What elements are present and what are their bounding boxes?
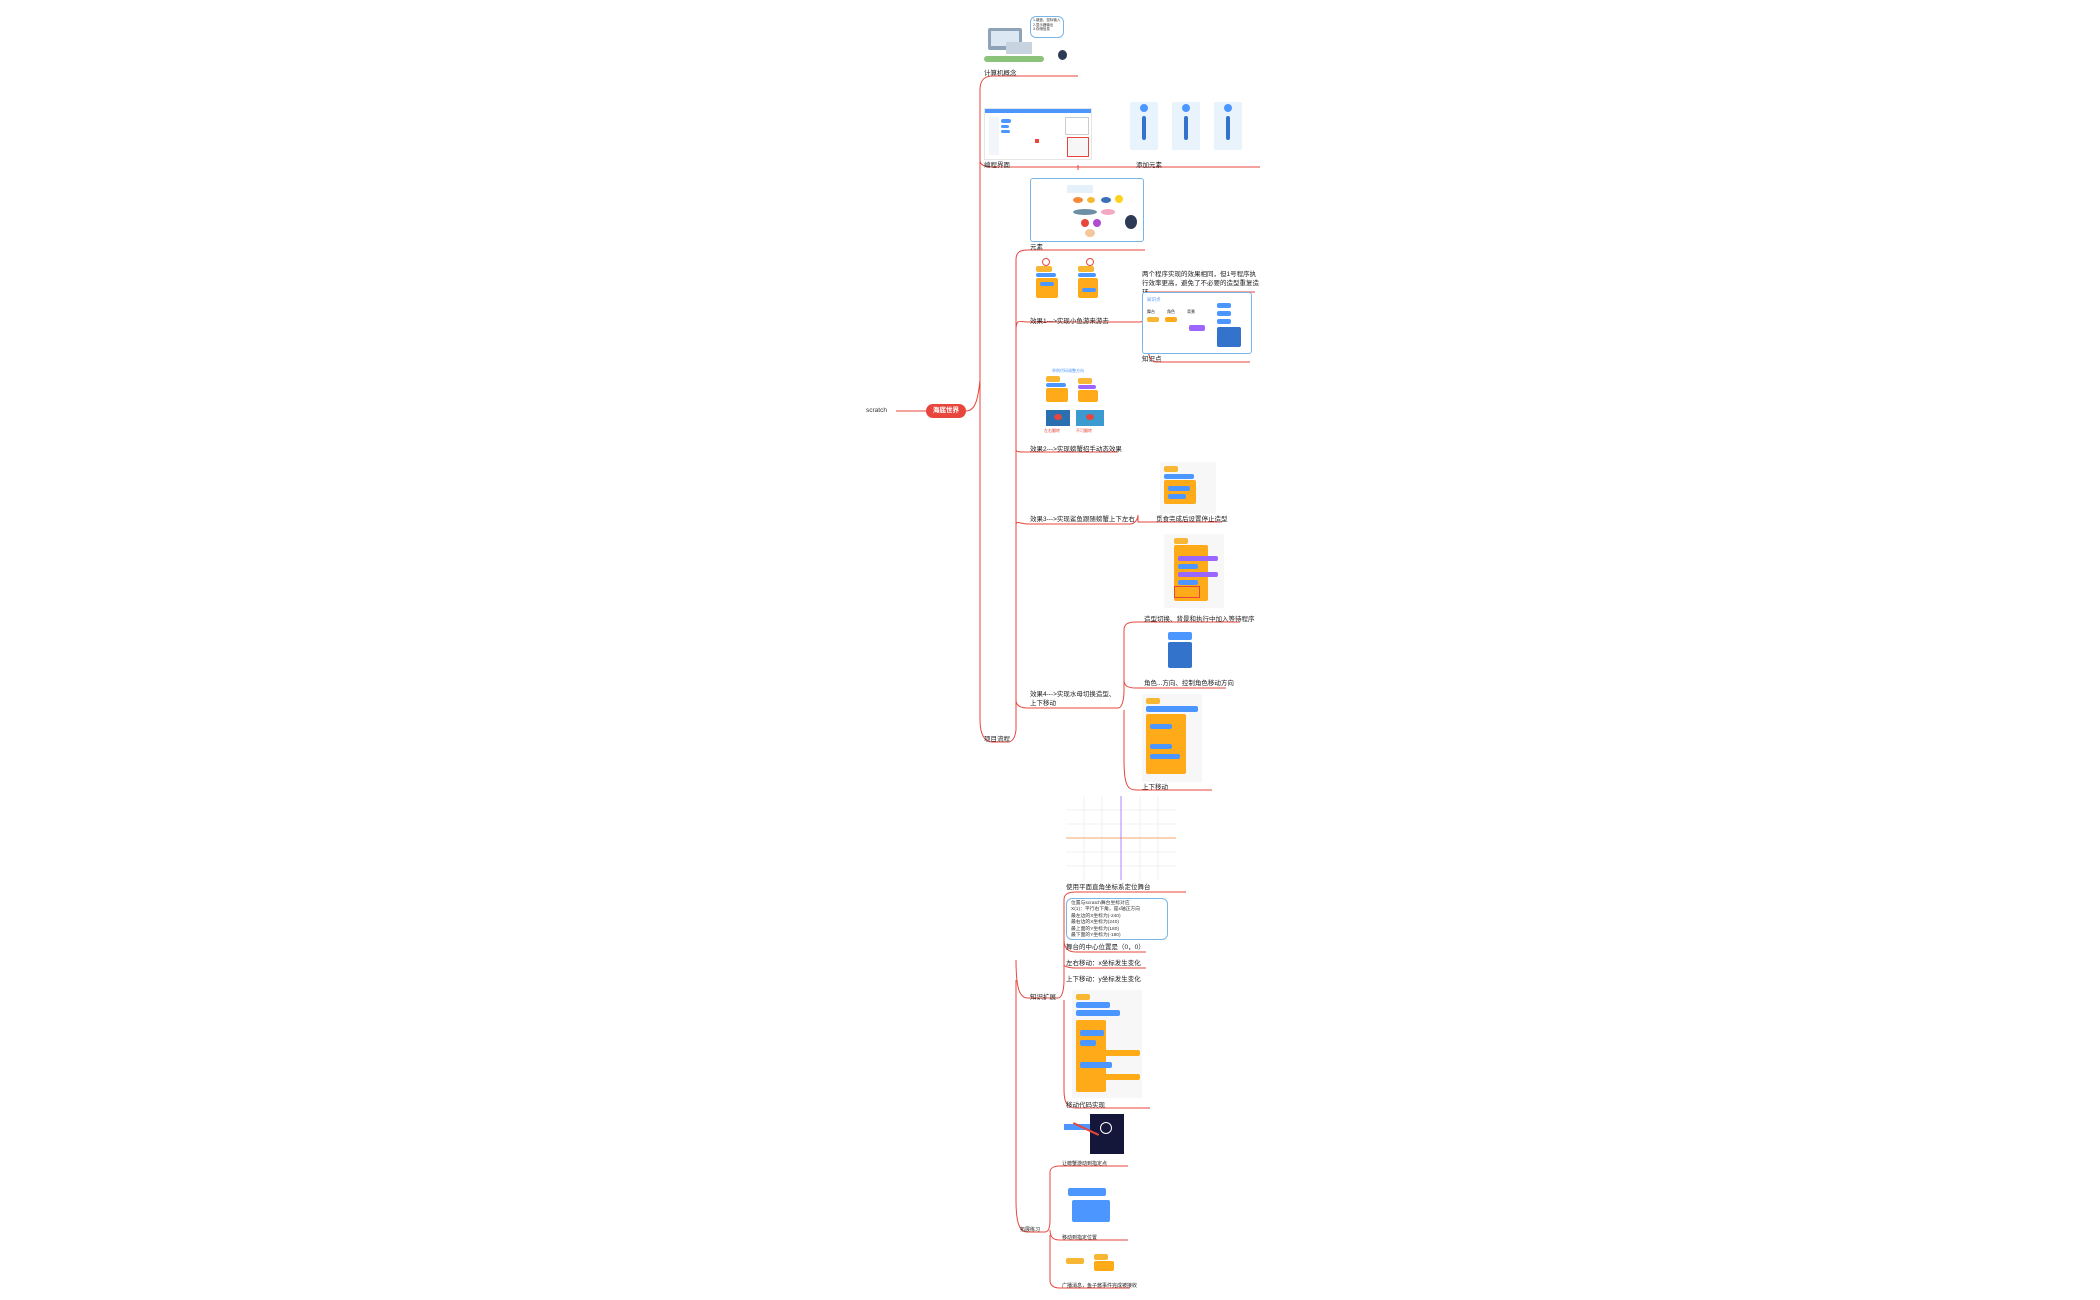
node-effect4-direction[interactable]: 角色...方向、控制角色移动方向 [1144,680,1234,687]
caption-right: 不可翻转 [1076,428,1092,433]
programming-interface-screenshot [984,108,1092,160]
note-line: 位置与scratch舞台坐标对应 [1071,901,1130,906]
practice-image [1062,1114,1126,1158]
node-practice-broadcast[interactable]: 广播消息，鱼子酱事件完成被接收 [1062,1283,1138,1289]
effect2-code-image: 举例代码调整方向 左右翻转 不可翻转 [1044,368,1108,440]
mini-title: 举例代码调整方向 [1052,368,1084,373]
note-line: 2.显示器输出 [1033,22,1054,27]
node-effect1[interactable]: 效果1--->实现小鱼游来游去 [1030,318,1109,325]
note-line: X(1)：平行右下角，是x轴正方向 [1071,907,1141,913]
node-move-code[interactable]: 移动代码实现 [1066,1102,1105,1109]
node-project-workflow[interactable]: 项目流程 [984,736,1010,743]
node-effect4[interactable]: 效果4--->实现水母切换造型、上下移动 [1030,691,1116,707]
node-effect4-costume[interactable]: 造型切换、背景和执行中加入等待程序 [1144,616,1255,623]
computer-concept-image: 1.键盘、鼠标输入 2.显示器输出 3.存储信息 [982,16,1072,68]
node-effect3-stop[interactable]: 觅食完成后设置停止造型 [1156,516,1228,523]
practice-code-image [1066,1186,1118,1230]
effect4-code2-image [1166,630,1196,672]
node-effect3[interactable]: 效果3--->实现鲨鱼跟随螃蟹上下左右 [1030,516,1135,523]
node-programming-interface[interactable]: 编程界面 [984,162,1010,169]
left-label: scratch [866,407,887,414]
note-line: 最下面的Y坐标为(-180) [1071,933,1121,939]
effect4-code3-image [1142,694,1202,782]
effect3-code-image [1160,462,1216,514]
note-line: 最左边的X坐标为(-240) [1071,913,1121,919]
note-line: 1.键盘、鼠标输入 [1033,18,1061,22]
coordinate-note: 位置与scratch舞台坐标对应 X(1)：平行右下角，是x轴正方向 最左边的X… [1066,898,1168,940]
mini-label-backdrop: 背景 [1187,309,1195,314]
coordinate-grid-image [1066,796,1176,880]
note-line: 3.存储信息 [1033,27,1050,32]
node-extension[interactable]: 知识扩展 [1030,994,1056,1001]
mini-title: 知识点 [1147,297,1161,302]
note-line: 最右边的X坐标为(240) [1071,920,1119,926]
practice-broadcast-image [1064,1254,1124,1276]
node-left-right[interactable]: 左右移动：x坐标发生变化 [1066,960,1141,967]
node-effect2[interactable]: 效果2--->实现螃蟹招手动态效果 [1030,446,1122,453]
node-up-down[interactable]: 上下移动：y坐标发生变化 [1066,976,1141,983]
node-practice-move[interactable]: 移动到指定位置 [1062,1235,1098,1241]
node-knowledge-point[interactable]: 知识点 [1142,356,1162,363]
mini-label-sprite: 角色 [1167,309,1175,314]
coordinate-grid [1066,796,1176,880]
move-code-image [1072,990,1142,1098]
note-line: 最上面的Y坐标为(180) [1071,926,1119,932]
mini-label-stage: 舞台 [1147,309,1155,314]
effect1-code-image [1030,258,1112,308]
node-effect4-updown[interactable]: 上下移动 [1142,784,1168,791]
node-stage-center[interactable]: 舞台的中心位置是（0，0） [1066,944,1145,951]
effect4-code1-image [1164,534,1224,608]
node-computer-concept[interactable]: 计算机概念 [984,70,1017,77]
node-practice[interactable]: 拓展练习 [1020,1227,1041,1233]
node-add-elements[interactable]: 添加元素 [1136,162,1162,169]
root-node[interactable]: 海底世界 [926,404,966,418]
add-elements-screenshot [1122,94,1256,158]
knowledge-point-image: 知识点 舞台 角色 背景 [1142,292,1252,354]
caption-left: 左右翻转 [1044,428,1060,433]
node-elements[interactable]: 元素 [1030,244,1043,251]
node-practice-crab[interactable]: 让螃蟹游动到指定点 [1062,1161,1108,1167]
node-coordinate-system[interactable]: 使用平面直角坐标系定位舞台 [1066,884,1151,891]
elements-image [1030,178,1144,242]
